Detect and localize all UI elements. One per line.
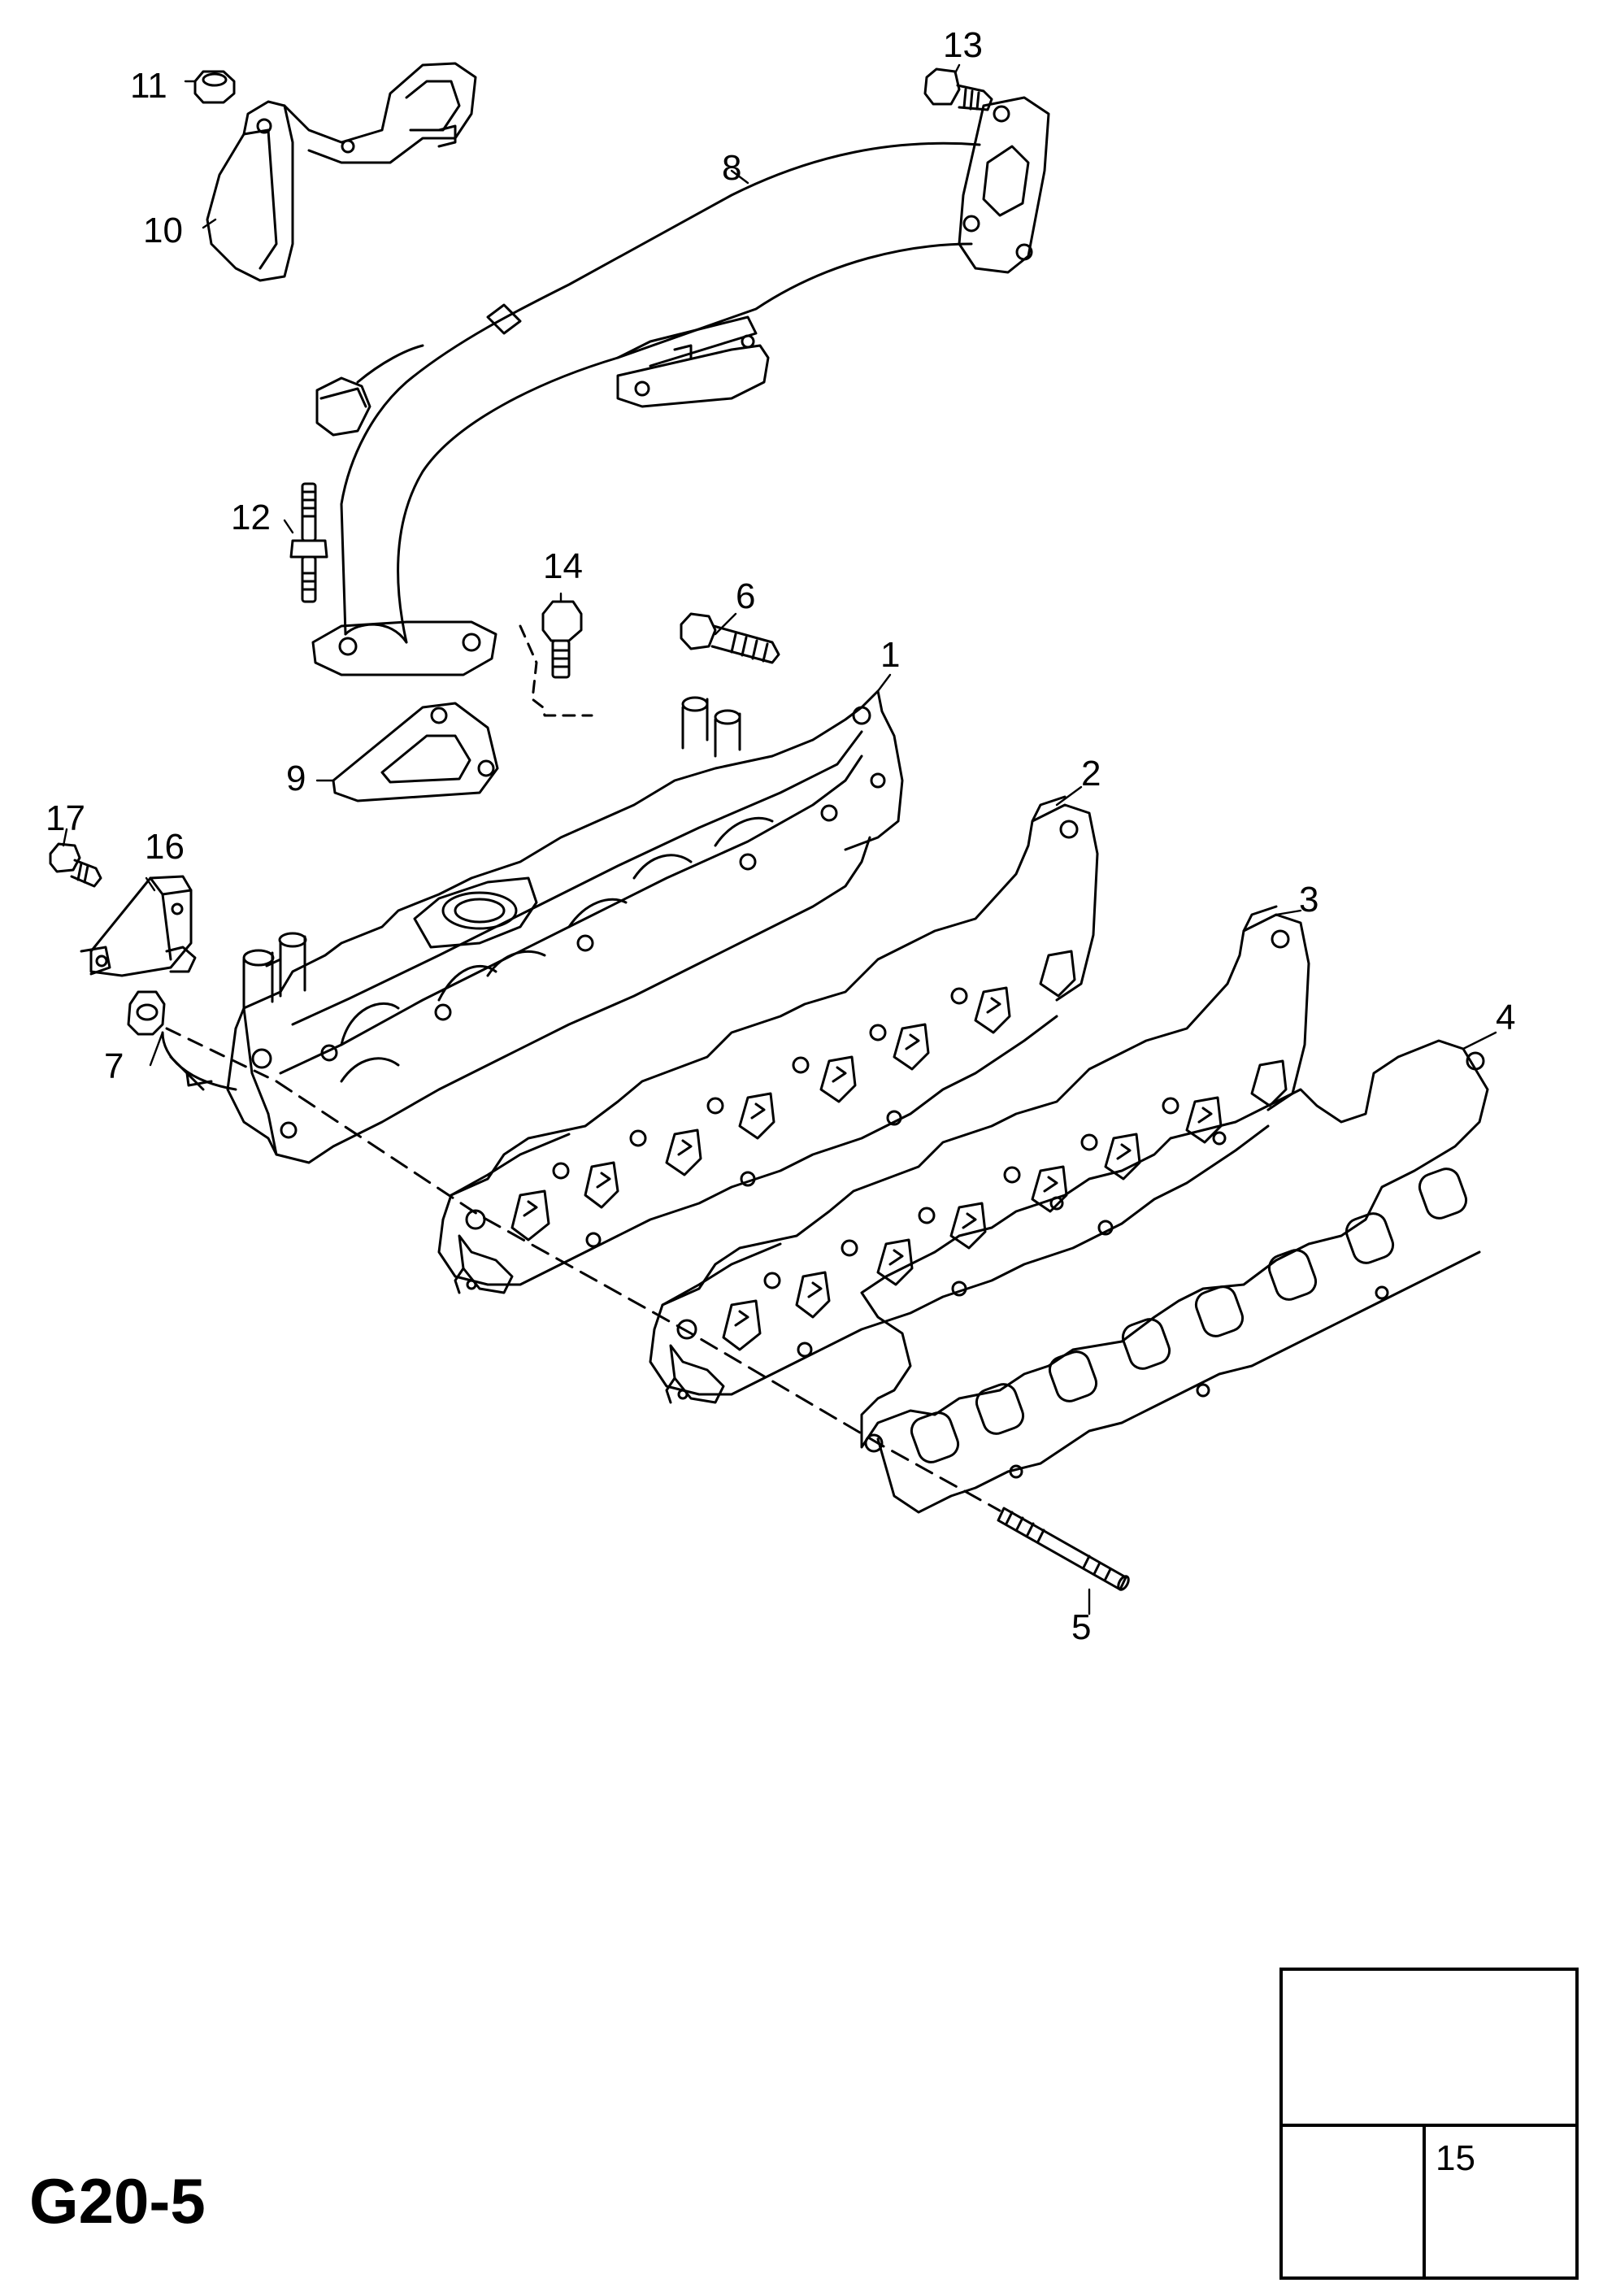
callout-6: 6 — [736, 576, 756, 616]
part-10-bracket — [206, 62, 477, 282]
legend-box: 15 — [1279, 1968, 1579, 2280]
part-11-nut — [193, 70, 236, 104]
assembly-axis-line — [275, 1080, 1001, 1512]
part-5-stud — [997, 1507, 1130, 1591]
part-2-manifold — [437, 795, 1099, 1294]
part-1-manifold — [161, 689, 904, 1164]
callout-17: 17 — [46, 798, 85, 838]
callout-14: 14 — [543, 546, 583, 586]
callout-3: 3 — [1299, 880, 1319, 920]
diagram-code: G20-5 — [29, 2165, 206, 2237]
callout-1: 1 — [880, 635, 901, 675]
part-17-bolt — [49, 842, 102, 888]
part-16-sensor — [80, 875, 197, 977]
callout-11: 11 — [130, 66, 167, 106]
part-3-manifold — [649, 905, 1310, 1404]
callout-5: 5 — [1071, 1607, 1092, 1647]
part-12-stud — [289, 482, 328, 603]
callout-13: 13 — [943, 25, 983, 65]
part-14-bolt — [519, 600, 593, 717]
callout-7: 7 — [104, 1046, 124, 1086]
callout-4: 4 — [1496, 998, 1516, 1037]
part-9-gasket — [332, 702, 499, 802]
callout-9: 9 — [286, 759, 306, 798]
legend-repair-manual-cell — [1283, 1971, 1575, 2127]
part-7-nut — [127, 990, 278, 1083]
part-6-bolt — [680, 612, 780, 664]
part-13-bolt — [923, 67, 993, 111]
part-8-pipe — [311, 96, 1050, 676]
part-4-gasket — [860, 1039, 1489, 1514]
legend-sealant-number: 15 — [1436, 2138, 1475, 2178]
callout-10: 10 — [143, 211, 183, 250]
legend-oil-cell — [1283, 2127, 1426, 2276]
leader-lines — [62, 63, 1497, 1615]
callout-16: 16 — [145, 827, 185, 867]
callout-8: 8 — [722, 148, 742, 188]
legend-sealant-cell: 15 — [1426, 2127, 1575, 2276]
callout-2: 2 — [1081, 754, 1101, 794]
callout-12: 12 — [231, 498, 271, 537]
